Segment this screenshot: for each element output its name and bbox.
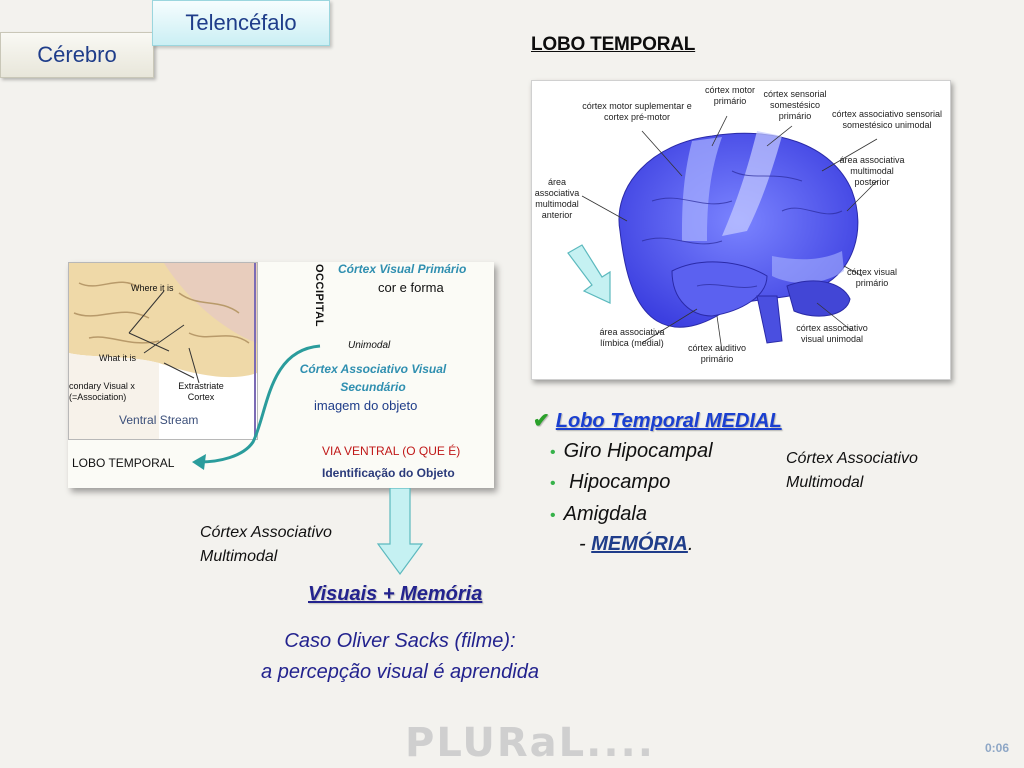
slide-timer: 0:06 xyxy=(985,741,1010,755)
label-limbica: área associativa límbica (medial) xyxy=(599,327,665,348)
label-via-ventral: VIA VENTRAL (O QUE É) xyxy=(322,444,461,458)
label-what-it-is: What it is xyxy=(99,353,137,363)
label-cortex-assoc-visual: Córtex Associativo Visual Secundário xyxy=(299,362,447,394)
caso-oliver-sacks: Caso Oliver Sacks (filme): a percepção v… xyxy=(200,626,600,688)
label-assoc-sensorial: córtex associativo sensorial somestésico… xyxy=(831,109,943,130)
label-auditivo: córtex auditivo primário xyxy=(687,343,747,364)
brain-lateral-diagram: córtex motor suplementar e cortex pré-mo… xyxy=(531,80,951,380)
list-item: • Giro Hipocampal xyxy=(550,440,713,463)
list-item-label: Hipocampo xyxy=(563,471,671,493)
caso-line-1: Caso Oliver Sacks (filme): xyxy=(284,630,516,652)
memoria-word: MEMÓRIA xyxy=(591,533,688,555)
label-cor-forma: cor e forma xyxy=(378,280,444,295)
label-occipital: OCCIPITAL xyxy=(313,264,325,327)
list-item-label: Amigdala xyxy=(563,503,647,525)
plural-logo: PLURaL.... xyxy=(405,720,655,766)
label-multimodal-anterior: área associativa multimodal anterior xyxy=(534,177,580,220)
tab-telencefalo[interactable]: Telencéfalo xyxy=(152,0,330,46)
label-secondary-visual: condary Visual x (=Association) xyxy=(69,381,135,402)
label-extrastriate: Extrastriate Cortex xyxy=(178,381,224,402)
checkmark-icon: ✔ xyxy=(533,410,550,432)
memoria-prefix: - xyxy=(579,533,592,555)
page-title: LOBO TEMPORAL xyxy=(531,34,696,55)
list-item-label: Giro Hipocampal xyxy=(563,440,713,462)
label-visual-unimodal: córtex associativo visual unimodal xyxy=(796,323,868,344)
label-ventral-stream: Ventral Stream xyxy=(119,413,199,427)
label-unimodal: Unimodal xyxy=(348,340,391,351)
visuais-memoria: Visuais + Memória xyxy=(308,583,483,605)
label-imagem-objeto: imagem do objeto xyxy=(314,398,418,413)
label-where-it-is: Where it is xyxy=(131,283,174,293)
brain-ventral-illustration xyxy=(69,263,257,439)
brain-illustration xyxy=(567,115,878,352)
label-identificacao: Identificação do Objeto xyxy=(322,466,455,480)
bullet-icon: • xyxy=(550,475,556,492)
bullet-icon: • xyxy=(550,444,556,461)
curved-arrow xyxy=(192,344,321,470)
label-visual-primario: córtex visual primário xyxy=(846,267,898,288)
bullet-icon: • xyxy=(550,507,556,524)
memoria-line: - MEMÓRIA. xyxy=(579,533,693,556)
label-sensorial-primario: córtex sensorial somestésico primário xyxy=(763,89,827,121)
ventral-stream-figure: Where it is What it is condary Visual x … xyxy=(68,262,494,488)
label-cortex-visual-primario: Córtex Visual Primário xyxy=(338,262,467,276)
label-motor-primario: córtex motor primário xyxy=(704,85,755,106)
list-item: • Hipocampo xyxy=(550,471,670,494)
medial-title-text: Lobo Temporal MEDIAL xyxy=(555,410,782,432)
cam-left-label: Córtex Associativo Multimodal xyxy=(200,524,332,565)
down-arrow-icon xyxy=(376,488,424,576)
caso-line-2: a percepção visual é aprendida xyxy=(261,661,539,683)
cam-right-label: Córtex Associativo Multimodal xyxy=(786,450,918,491)
label-multimodal-posterior: área associativa multimodal posterior xyxy=(839,155,905,187)
memoria-suffix: . xyxy=(687,533,694,555)
ventral-stream-image: Where it is What it is condary Visual x … xyxy=(68,262,258,440)
label-motor-suplementar: córtex motor suplementar e cortex pré-mo… xyxy=(582,101,692,122)
medial-title: ✔Lobo Temporal MEDIAL xyxy=(533,408,782,433)
list-item: • Amigdala xyxy=(550,503,647,526)
label-lobo-temporal: LOBO TEMPORAL xyxy=(72,456,175,470)
tab-cerebro[interactable]: Cérebro xyxy=(0,32,154,78)
